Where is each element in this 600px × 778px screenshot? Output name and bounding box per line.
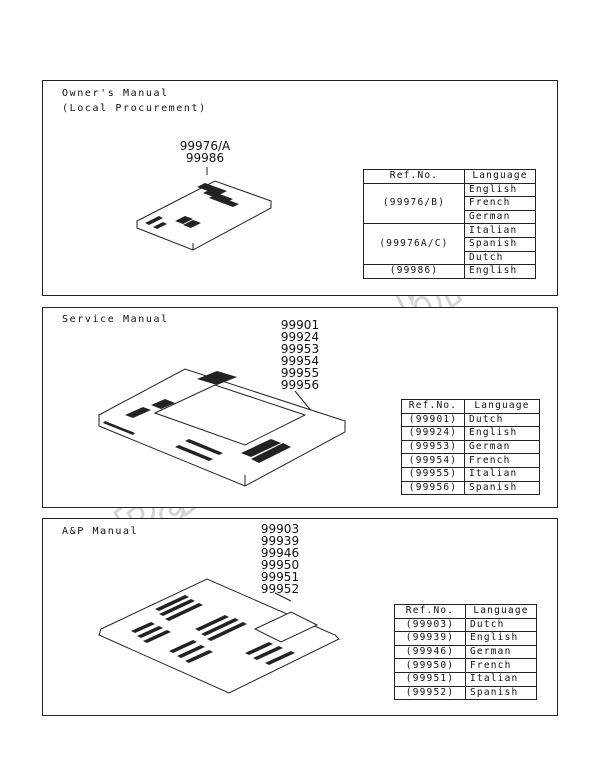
table-row: (99976A/C) Italian: [363, 223, 536, 266]
table-row: (99950)French: [394, 658, 537, 673]
part-number: 99901: [280, 318, 320, 332]
part-number: 99976/A: [179, 139, 231, 153]
table-row: (99976/B) English: [363, 182, 536, 225]
part-number: 99951: [260, 570, 300, 584]
language-cell: German: [465, 644, 537, 660]
table-row: (99953)German: [401, 439, 540, 455]
ref-cell: (99950): [394, 658, 466, 673]
part-number: 99946: [260, 546, 300, 560]
ap-manual-sheet-illustration: [98, 578, 340, 694]
part-number: 99953: [280, 342, 320, 356]
ap-part-numbers: 99903 99939 99946 99950 99951 99952: [255, 523, 305, 595]
table-header-row: Ref.No. Language: [394, 604, 537, 619]
table-row: (99903)Dutch: [394, 617, 537, 633]
table-row: (99954)French: [401, 453, 540, 468]
table-row: (99946)German: [394, 644, 537, 660]
table-row: (99955)Italian: [401, 466, 540, 482]
table-row: (99901)Dutch: [401, 412, 540, 428]
service-part-numbers: 99901 99924 99953 99954 99955 99956: [275, 319, 325, 391]
language-cell: French: [464, 196, 536, 211]
part-number: 99954: [280, 354, 320, 368]
part-number: 99924: [280, 330, 320, 344]
column-header-ref: Ref.No.: [394, 604, 466, 619]
ap-manual-panel: A&P Manual 99903 99939 99946 99950 99951…: [42, 518, 558, 716]
language-cell: Italian: [464, 466, 540, 482]
column-header-language: Language: [464, 169, 536, 184]
ref-cell: (99953): [401, 439, 465, 455]
column-header-ref: Ref.No.: [401, 399, 465, 414]
language-cell: English: [464, 264, 536, 279]
owners-manual-panel: Owner's Manual (Local Procurement) 99976…: [42, 80, 558, 296]
owners-manual-booklet-illustration: [135, 167, 273, 251]
table-row: (99952)Spanish: [394, 685, 537, 701]
ref-cell: (99986): [363, 264, 465, 279]
table-row: (99986) English: [363, 264, 536, 279]
language-cell: Dutch: [464, 412, 540, 428]
service-manual-title: Service Manual: [62, 314, 169, 325]
part-number: 99952: [260, 582, 300, 596]
language-cell: Dutch: [464, 250, 536, 266]
language-cell: German: [464, 439, 540, 455]
ref-cell: (99976A/C): [363, 223, 465, 266]
language-cell: Italian: [464, 223, 536, 238]
ap-manual-title: A&P Manual: [62, 526, 139, 537]
ref-cell: (99955): [401, 466, 465, 482]
service-manual-panel: Service Manual 99901 99924 99953 99954 9…: [42, 307, 558, 508]
language-cell: Dutch: [465, 617, 537, 633]
owners-ref-table: Ref.No. Language (99976/B) English Frenc…: [363, 169, 536, 279]
owners-part-numbers: 99976/A 99986: [175, 140, 235, 164]
owners-manual-subtitle: (Local Procurement): [62, 103, 207, 114]
ref-cell: (99946): [394, 644, 466, 660]
ref-cell: (99952): [394, 685, 466, 701]
column-header-language: Language: [465, 604, 537, 619]
part-number: 99956: [280, 378, 320, 392]
service-ref-table: Ref.No. Language (99901)Dutch (99924)Eng…: [401, 399, 540, 496]
table-header-row: Ref.No. Language: [363, 169, 536, 184]
ref-cell: (99903): [394, 617, 466, 633]
language-cell: Spanish: [464, 236, 536, 252]
part-number: 99939: [260, 534, 300, 548]
owners-manual-title: Owner's Manual: [62, 88, 169, 99]
language-cell: French: [465, 658, 537, 673]
ref-cell: (99924): [401, 426, 465, 441]
table-row: (99956)Spanish: [401, 480, 540, 496]
part-number: 99903: [260, 522, 300, 536]
language-cell: Spanish: [465, 685, 537, 701]
table-row: (99939)English: [394, 631, 537, 646]
table-row: (99951)Italian: [394, 671, 537, 687]
language-cell: Italian: [465, 671, 537, 687]
language-cell: French: [464, 453, 540, 468]
language-cell: Spanish: [464, 480, 540, 496]
part-number: 99955: [280, 366, 320, 380]
part-number: 99986: [185, 151, 225, 165]
language-cell: English: [464, 182, 536, 198]
language-cell: English: [465, 631, 537, 646]
language-cell: German: [464, 209, 536, 225]
table-header-row: Ref.No. Language: [401, 399, 540, 414]
ref-cell: (99954): [401, 453, 465, 468]
ref-cell: (99951): [394, 671, 466, 687]
part-number: 99950: [260, 558, 300, 572]
language-cell: English: [464, 426, 540, 441]
ref-cell: (99939): [394, 631, 466, 646]
ap-ref-table: Ref.No. Language (99903)Dutch (99939)Eng…: [394, 604, 537, 701]
ref-cell: (99901): [401, 412, 465, 428]
column-header-ref: Ref.No.: [363, 169, 465, 184]
column-header-language: Language: [464, 399, 540, 414]
table-row: (99924)English: [401, 426, 540, 441]
service-manual-book-illustration: [97, 368, 347, 487]
ref-cell: (99956): [401, 480, 465, 496]
ref-cell: (99976/B): [363, 182, 465, 225]
